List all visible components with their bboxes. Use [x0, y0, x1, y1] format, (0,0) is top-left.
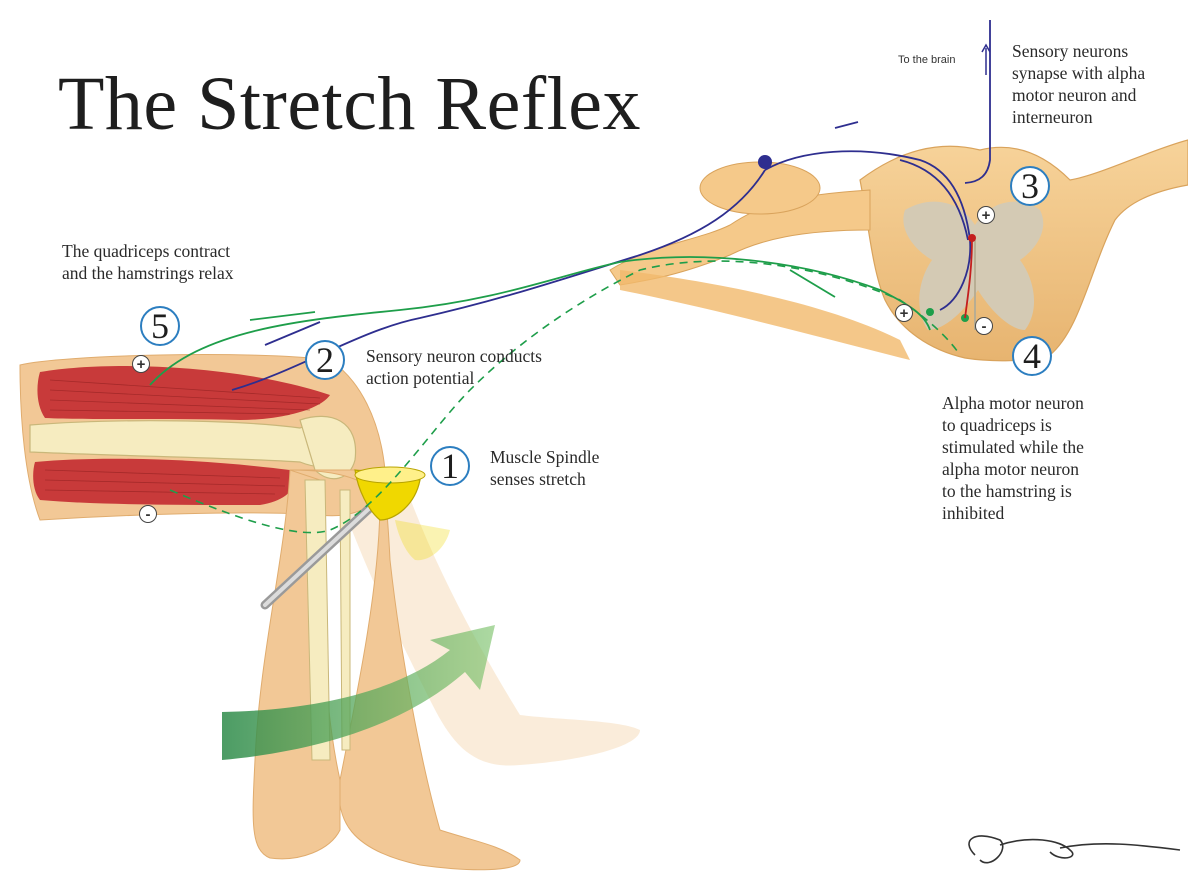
step1-badge: 1 — [430, 446, 470, 486]
step4-badge: 4 — [1012, 336, 1052, 376]
dorsal-root-ganglion — [700, 162, 820, 214]
motor-excite-sign: + — [895, 304, 913, 322]
step2-badge: 2 — [305, 340, 345, 380]
hamstring-inhibit-sign: - — [139, 505, 157, 523]
step5-caption: The quadriceps contract and the hamstrin… — [62, 240, 302, 284]
page-title: The Stretch Reflex — [58, 66, 641, 142]
to-brain-arrow — [982, 45, 990, 75]
spinal-cord — [610, 140, 1188, 361]
artist-signature — [969, 836, 1180, 863]
sensory-cell-body — [758, 155, 772, 169]
quadriceps-excite-sign: + — [132, 355, 150, 373]
step2-caption: Sensory neuron conducts action potential — [366, 345, 606, 389]
to-brain-label: To the brain — [898, 54, 955, 66]
step3-badge: 3 — [1010, 166, 1050, 206]
motor-inhibit-sign: - — [975, 317, 993, 335]
interneuron-cell-body — [968, 234, 976, 242]
step1-caption: Muscle Spindle senses stretch — [490, 446, 650, 490]
step4-caption: Alpha motor neuron to quadriceps is stim… — [942, 392, 1142, 524]
step5-badge: 5 — [140, 306, 180, 346]
interneuron-excite-sign: + — [977, 206, 995, 224]
motor-synapse — [926, 308, 934, 316]
step3-caption: Sensory neurons synapse with alpha motor… — [1012, 40, 1188, 128]
